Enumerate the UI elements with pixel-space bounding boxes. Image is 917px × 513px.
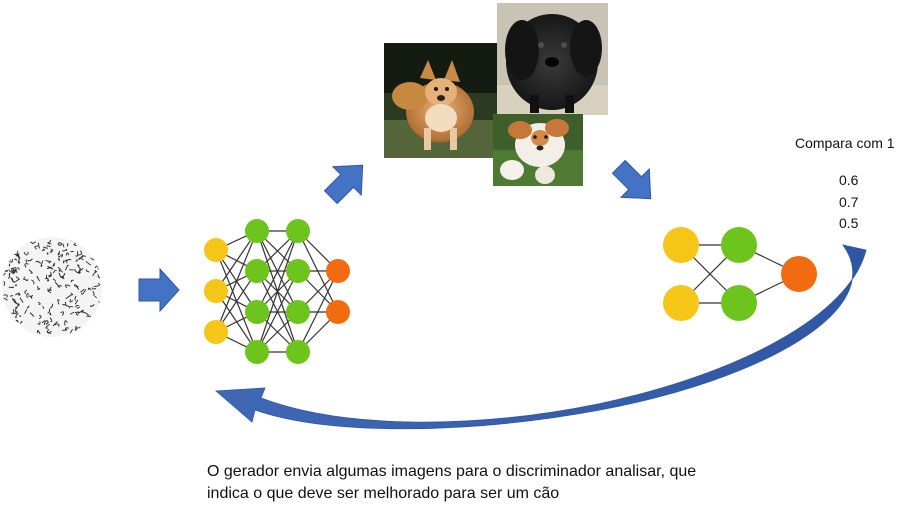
score-value: 0.5: [839, 215, 859, 231]
discriminator-input-node: [663, 227, 699, 263]
generator-hidden-node: [286, 219, 310, 243]
generator-hidden-node: [286, 259, 310, 283]
generator-output-node: [326, 259, 350, 283]
network-edge: [256, 230, 299, 313]
caption: O gerador envia algumas imagens para o d…: [207, 461, 847, 505]
generator-hidden-node: [286, 340, 310, 364]
generator-hidden-node: [245, 340, 269, 364]
discriminator-hidden-node: [721, 285, 757, 321]
noise-icon: [2, 237, 102, 337]
compare-label: Compara com 1: [795, 135, 895, 151]
discriminator-hidden-node: [721, 227, 757, 263]
network-edge: [297, 270, 339, 353]
caption-line: indica o que deve ser melhorado para ser…: [207, 485, 560, 502]
feedback-arrow-icon: [214, 244, 867, 430]
arrow-up-right-icon: [323, 164, 364, 205]
generator-hidden-node: [245, 300, 269, 324]
discriminator-input-node: [663, 285, 699, 321]
dog-photo-2: [497, 3, 608, 115]
network-edge: [215, 230, 258, 333]
generator-input-node: [204, 320, 228, 344]
network-edge: [215, 230, 258, 292]
generated-images: [384, 3, 608, 186]
arrow-down-right-icon: [611, 159, 652, 200]
generator-hidden-node: [245, 259, 269, 283]
dog-photo-3: [493, 114, 583, 186]
score-value: 0.7: [839, 193, 859, 210]
generator-hidden-node: [245, 219, 269, 243]
network-edge: [215, 270, 258, 333]
generator-hidden-node: [286, 300, 310, 324]
discriminator-output-node: [781, 256, 817, 292]
generator-input-node: [204, 238, 228, 262]
generator-network: [204, 219, 350, 364]
score-value: 0.6: [839, 172, 859, 188]
network-edge: [256, 270, 299, 353]
generator-output-node: [326, 300, 350, 324]
arrow-right-icon: [138, 267, 180, 313]
network-edges: [215, 230, 339, 353]
network-edge: [256, 230, 299, 353]
generator-input-node: [204, 279, 228, 303]
dog-photo-1: [384, 43, 500, 158]
score-list: 0.6 0.7 0.5: [839, 170, 858, 235]
caption-line: O gerador envia algumas imagens para o d…: [207, 463, 697, 480]
discriminator-network: [663, 227, 817, 321]
